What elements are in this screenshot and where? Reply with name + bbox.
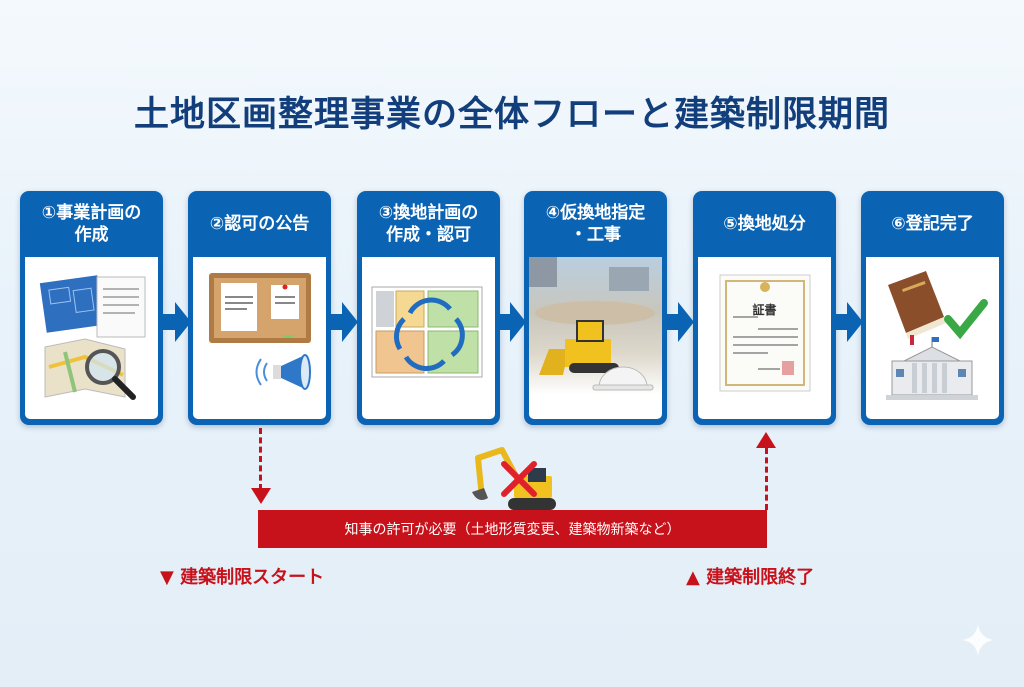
step-label: ④仮換地指定 ・工事 [545,203,646,245]
blueprint-map-magnifier-icon [39,275,146,400]
step-label: ③換地計画の 作成・認可 [378,203,479,245]
sparkle-icon [962,624,994,656]
step-card-4: ④仮換地指定 ・工事 [524,191,667,425]
step-card-2: ②認可の公告 [188,191,331,425]
step-label: ①事業計画の 作成 [41,203,142,245]
registry-book-building-check-icon [886,271,988,400]
construction-site-bulldozer-icon [529,257,655,391]
arrow-up-icon [756,432,776,448]
step-card-6: ⑥登記完了 [861,191,1004,425]
certificate-icon [719,274,811,392]
step-card-5: ⑤換地処分 証書 [693,191,836,425]
certificate-title: 証書 [752,303,777,317]
step-label: ②認可の公告 [209,214,310,234]
restriction-end-label: ▲ 建築制限終了 [686,567,815,588]
arrow-down-icon [251,488,271,504]
step-card-3: ③換地計画の 作成・認可 [357,191,500,425]
page-title: 土地区画整理事業の全体フローと建築制限期間 [133,95,890,135]
bulletin-board-megaphone-icon [209,273,311,390]
restriction-period-bar: 知事の許可が必要（土地形質変更、建築物新築など） [258,510,767,548]
prohibited-excavator-icon [472,447,556,510]
step-label: ⑤換地処分 [723,214,806,234]
restriction-start-label: ▼ 建築制限スタート [160,567,325,588]
restriction-end-dashed-line [765,448,768,510]
land-exchange-map-icon [371,286,483,378]
step-card-1: ①事業計画の 作成 [20,191,163,425]
step-label: ⑥登記完了 [891,214,974,234]
restriction-start-dashed-line [259,428,262,490]
